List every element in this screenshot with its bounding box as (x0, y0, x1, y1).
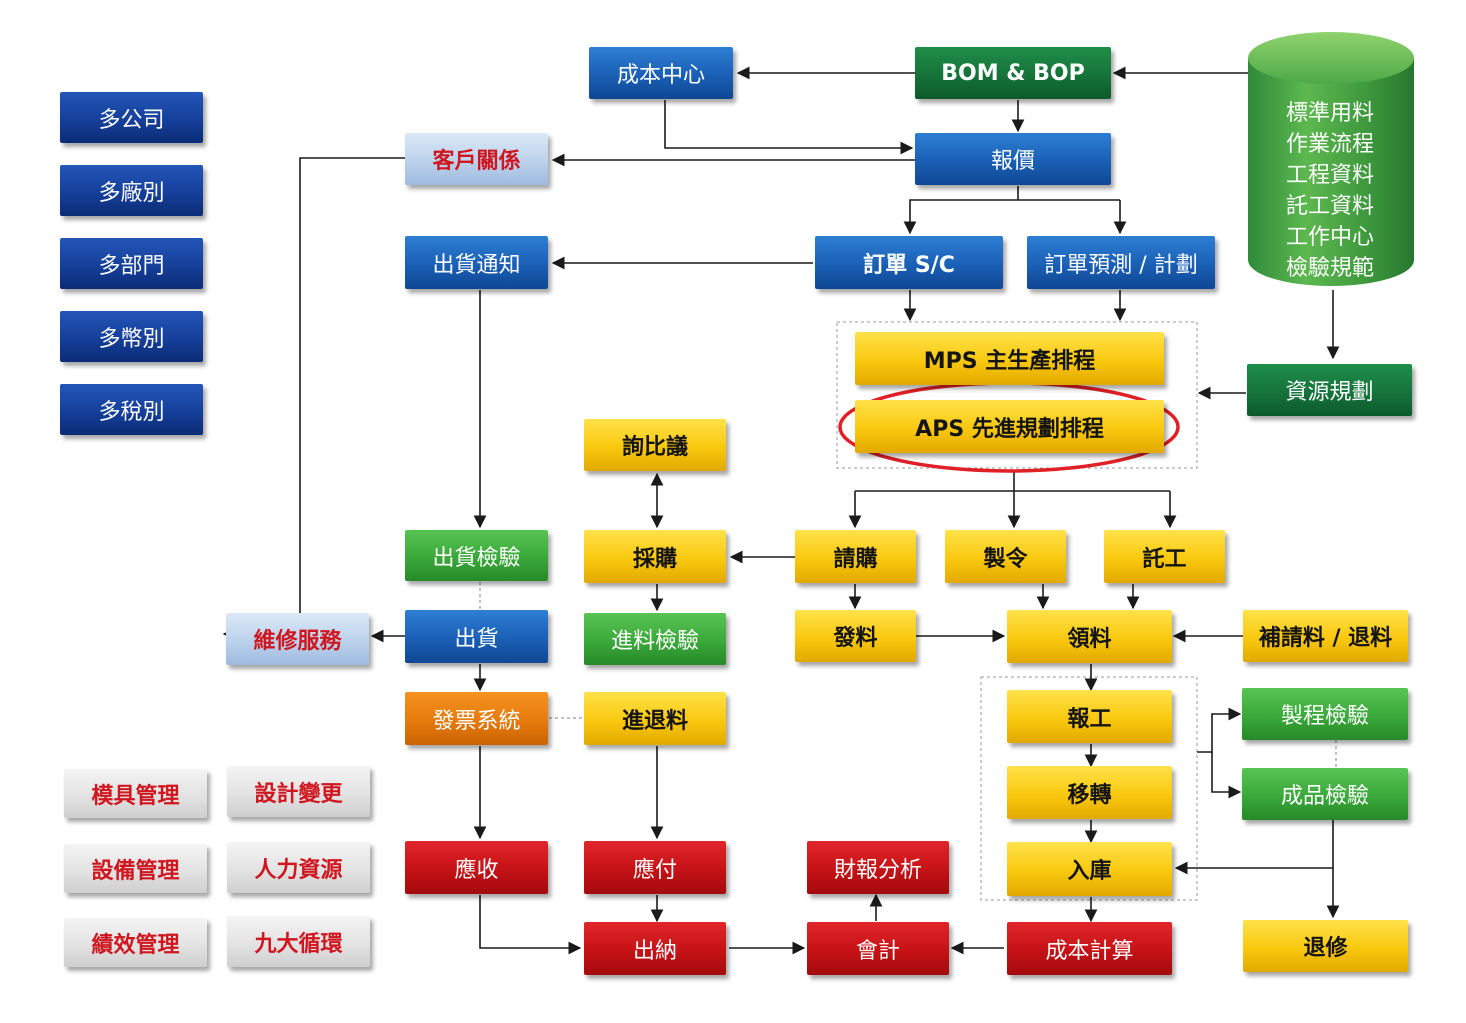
multi-factory-box: 多廠別 (60, 165, 203, 216)
flow-connectors (222, 66, 1340, 955)
supplement-return-box: 補請料 / 退料 (1243, 610, 1408, 662)
nine-cycles-box: 九大循環 (227, 916, 370, 967)
cost-calculation-box: 成本計算 (1007, 922, 1172, 975)
invoice-system-box: 發票系統 (405, 692, 548, 745)
financial-analysis-box: 財報分析 (807, 841, 949, 894)
shipping-notice-box: 出貨通知 (405, 236, 548, 289)
bom-bop-box: BOM & BOP (915, 47, 1111, 99)
production-group-frame (980, 676, 1198, 901)
process-inspection-box: 製程檢驗 (1242, 688, 1408, 740)
accounting-box: 會計 (807, 922, 949, 975)
resource-planning-box: 資源規劃 (1247, 364, 1412, 416)
finished-inspection-box: 成品檢驗 (1242, 768, 1408, 820)
order-sc-box: 訂單 S/C (815, 236, 1003, 289)
purchasing-box: 採購 (584, 530, 726, 583)
receivable-box: 應收 (405, 841, 548, 894)
multi-tax-box: 多稅別 (60, 384, 203, 435)
database-item: 作業流程 (1285, 132, 1374, 157)
repair-service-box: 維修服務 (226, 613, 369, 665)
design-change-box: 設計變更 (227, 766, 370, 817)
mold-management-box: 模具管理 (64, 769, 207, 818)
shipping-box: 出貨 (405, 610, 548, 663)
mps-box: MPS 主生產排程 (855, 332, 1164, 385)
order-forecast-box: 訂單預測 / 計劃 (1027, 236, 1215, 289)
multi-currency-box: 多幣別 (60, 311, 203, 362)
database-item: 工程資料 (1285, 163, 1374, 188)
human-resources-box: 人力資源 (227, 842, 370, 893)
planning-group-frame (836, 321, 1198, 469)
material-picking-box: 領料 (1007, 610, 1172, 663)
customer-relations-box: 客戶關係 (405, 133, 548, 185)
shipping-inspection-box: 出貨檢驗 (405, 530, 548, 581)
purchase-request-box: 請購 (795, 530, 916, 583)
database-item: 託工資料 (1285, 194, 1374, 219)
rework-box: 退修 (1243, 920, 1408, 972)
database-item: 標準用料 (1285, 101, 1374, 126)
cashier-box: 出納 (584, 922, 726, 975)
dotted-relations (479, 582, 1337, 768)
report-work-box: 報工 (1007, 690, 1172, 743)
equipment-management-box: 設備管理 (64, 844, 207, 893)
payable-box: 應付 (584, 841, 726, 894)
multi-department-box: 多部門 (60, 238, 203, 289)
quotation-box: 報價 (915, 133, 1111, 185)
warehousing-box: 入庫 (1007, 842, 1172, 896)
database-item: 檢驗規範 (1285, 256, 1374, 281)
multi-company-box: 多公司 (60, 92, 203, 143)
performance-management-box: 績效管理 (64, 918, 207, 967)
issue-material-box: 發料 (795, 610, 916, 662)
return-material-box: 進退料 (584, 692, 726, 745)
aps-box: APS 先進規劃排程 (855, 400, 1164, 453)
transfer-box: 移轉 (1007, 766, 1172, 819)
database-items: 標準用料 作業流程 工程資料 託工資料 工作中心 檢驗規範 (1246, 98, 1414, 284)
outsourcing-box: 託工 (1104, 530, 1225, 583)
work-order-box: 製令 (945, 530, 1066, 583)
database-cylinder (1248, 32, 1414, 286)
inquiry-box: 詢比議 (584, 419, 726, 471)
database-item: 工作中心 (1285, 225, 1374, 250)
incoming-inspection-box: 進料檢驗 (584, 613, 726, 665)
cost-center-box: 成本中心 (589, 47, 733, 99)
